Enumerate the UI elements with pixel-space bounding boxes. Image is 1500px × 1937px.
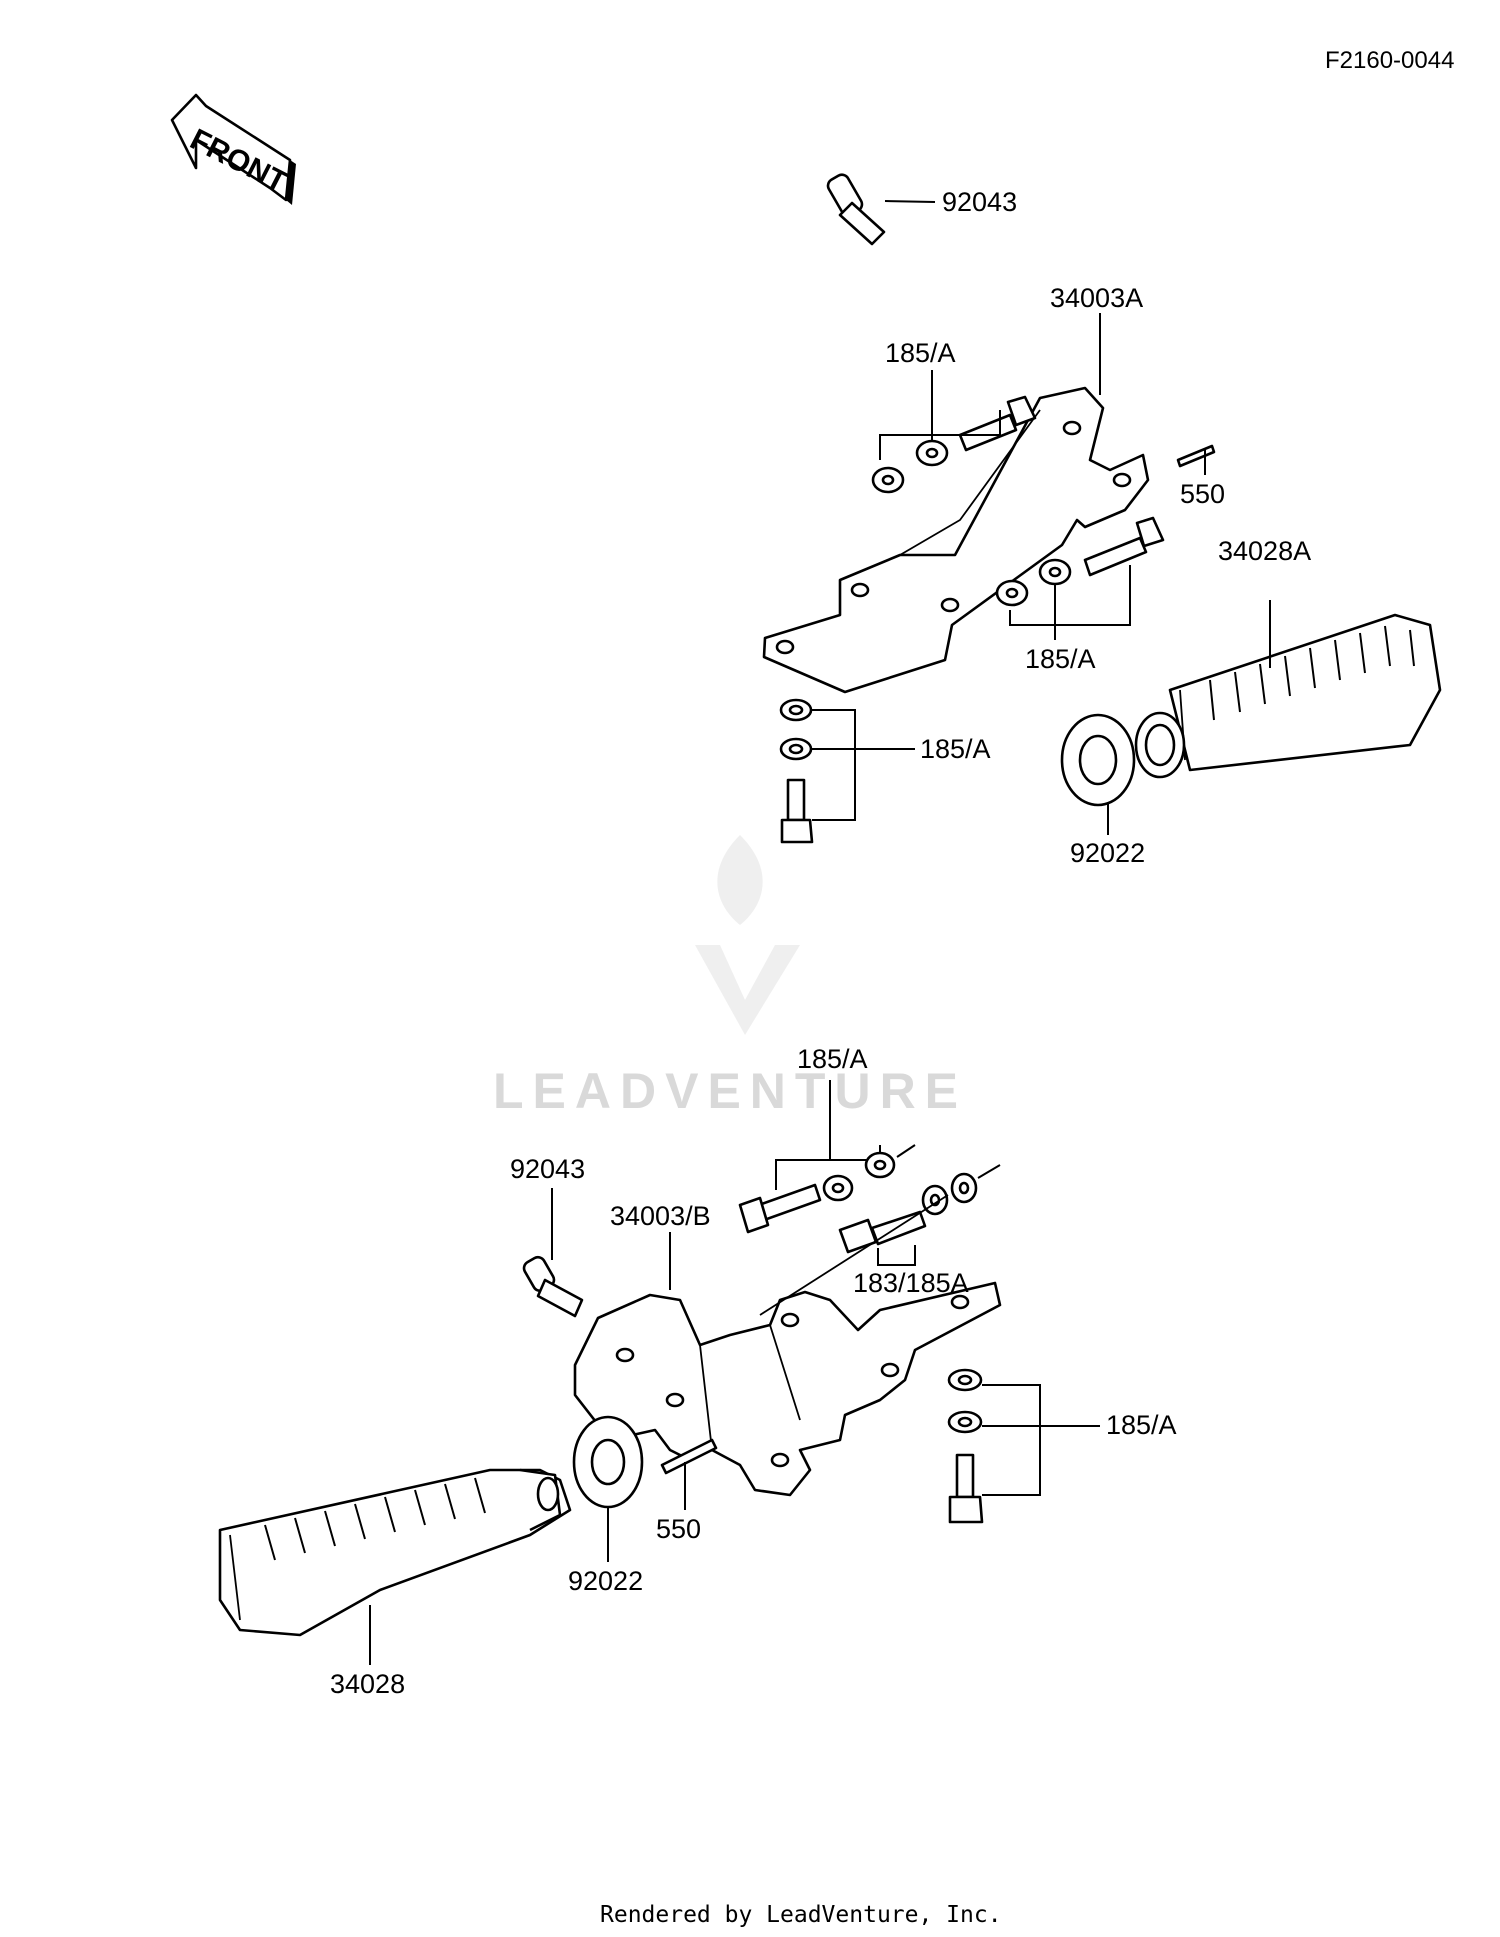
label-top-footpeg: 34028A xyxy=(1218,536,1311,566)
top-washer-92022 xyxy=(1060,713,1136,835)
bottom-lower-bolts-washers xyxy=(947,1368,1100,1524)
label-bottom-mid-bolts: 183/185A xyxy=(853,1268,969,1298)
bottom-cotter-pin-550 xyxy=(660,1438,718,1510)
bottom-mid-bolts-washers xyxy=(759,1164,1001,1316)
label-bottom-bracket: 34003/B xyxy=(610,1201,711,1231)
top-cotter-pin-550 xyxy=(1176,444,1216,475)
label-bottom-lower-bolts: 185/A xyxy=(1106,1410,1177,1440)
top-pin-92043 xyxy=(826,173,936,246)
watermark-text: LEADVENTURE xyxy=(493,1063,967,1119)
label-bottom-washer: 92022 xyxy=(568,1566,643,1596)
top-lower-bolts-washers xyxy=(779,698,915,844)
bottom-upper-bolts-washers xyxy=(738,1080,916,1234)
label-top-mid-bolts: 185/A xyxy=(1025,644,1096,674)
label-top-pin: 92043 xyxy=(942,187,1017,217)
label-top-washer: 92022 xyxy=(1070,838,1145,868)
label-top-lower-bolts: 185/A xyxy=(920,734,991,764)
label-bottom-pin: 92043 xyxy=(510,1154,585,1184)
diagram-code: F2160-0044 xyxy=(1325,47,1454,74)
front-arrow-icon: FRONT xyxy=(170,93,296,205)
label-bottom-upper-bolts: 185/A xyxy=(797,1044,868,1074)
label-bottom-footpeg: 34028 xyxy=(330,1669,405,1699)
top-bracket-34003A xyxy=(762,386,1150,694)
bottom-bracket-34003B xyxy=(573,1281,1002,1497)
bottom-pin-92043 xyxy=(522,1188,584,1318)
watermark-logo xyxy=(695,835,800,1035)
bottom-washer-92022 xyxy=(572,1415,644,1562)
footer-credit: Rendered by LeadVenture, Inc. xyxy=(600,1902,1002,1928)
top-footpeg-34028A xyxy=(1134,600,1442,779)
top-upper-bolts-washers xyxy=(871,370,1037,494)
label-top-cotter: 550 xyxy=(1180,479,1225,509)
label-top-bracket: 34003A xyxy=(1050,283,1143,313)
label-bottom-cotter: 550 xyxy=(656,1514,701,1544)
top-mid-bolts-washers xyxy=(995,516,1165,640)
bottom-footpeg-34028 xyxy=(218,1468,572,1665)
label-top-upper-bolts: 185/A xyxy=(885,338,956,368)
